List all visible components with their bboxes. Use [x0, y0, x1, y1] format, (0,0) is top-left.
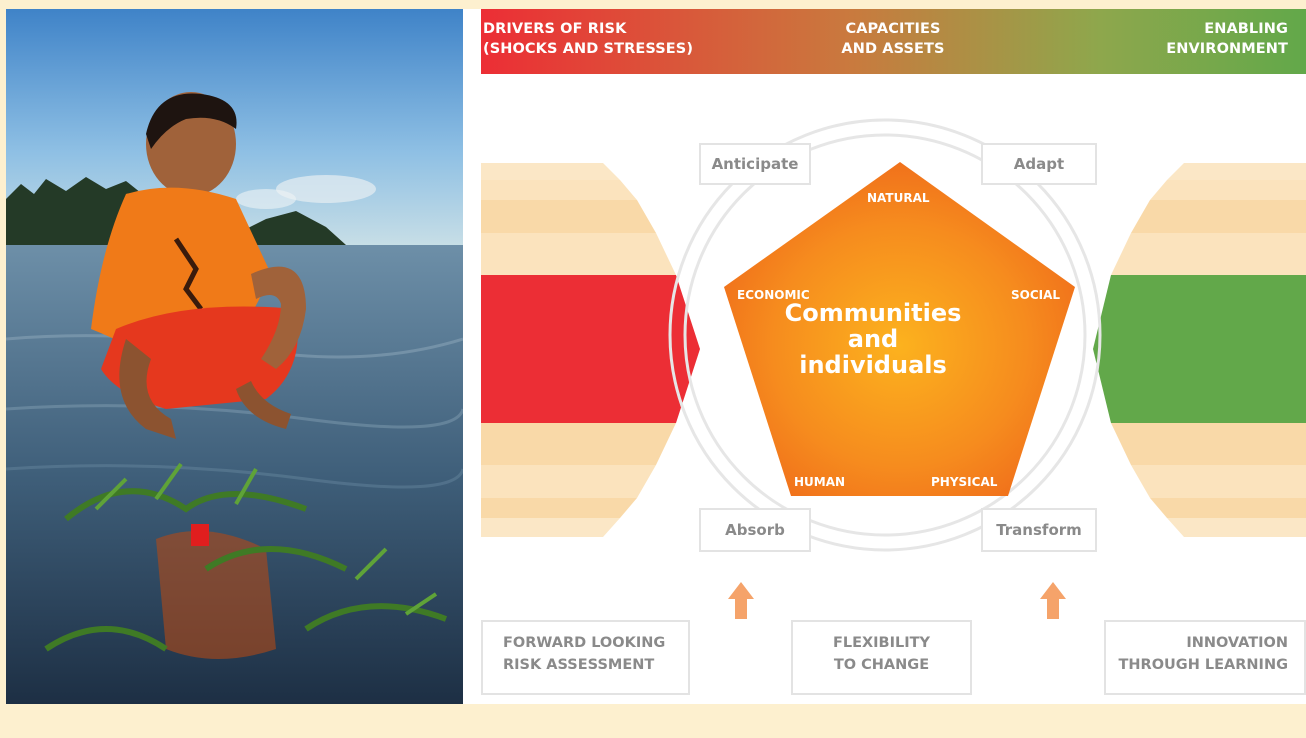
arrow-up-icon-left — [728, 582, 754, 619]
arrow-up-icon-right — [1040, 582, 1066, 619]
header-drivers-of-risk: DRIVERS OF RISK (SHOCKS AND STRESSES) — [483, 21, 694, 57]
left-risk-chevron — [481, 163, 700, 537]
principle-forward-looking-risk-assessment: FORWARD LOOKING RISK ASSESSMENT — [481, 620, 690, 695]
capacity-adapt: Adapt — [981, 143, 1097, 185]
capacity-transform: Transform — [981, 508, 1097, 552]
capacity-absorb: Absorb — [699, 508, 811, 552]
header-capacities-and-assets: CAPACITIES AND ASSETS — [841, 21, 945, 57]
center-title-communities: Communities and individuals — [784, 299, 962, 379]
capacity-anticipate: Anticipate — [699, 143, 811, 185]
asset-social: SOCIAL — [1011, 288, 1061, 302]
principle-innovation-through-learning: INNOVATION THROUGH LEARNING — [1104, 620, 1306, 695]
asset-economic: ECONOMIC — [737, 288, 810, 302]
asset-natural: NATURAL — [867, 191, 930, 205]
asset-human: HUMAN — [794, 475, 846, 489]
header-enabling-environment: ENABLING ENVIRONMENT — [1166, 21, 1288, 57]
right-environment-chevron — [1093, 163, 1306, 537]
assets-pentagon — [724, 162, 1075, 496]
photo-boy-at-shoreline — [6, 9, 463, 704]
resilience-framework-diagram: DRIVERS OF RISK (SHOCKS AND STRESSES) CA… — [463, 9, 1306, 704]
header-gradient-bar — [481, 9, 1306, 74]
principle-flexibility-to-change: FLEXIBILITY TO CHANGE — [791, 620, 972, 695]
asset-physical: PHYSICAL — [931, 475, 998, 489]
